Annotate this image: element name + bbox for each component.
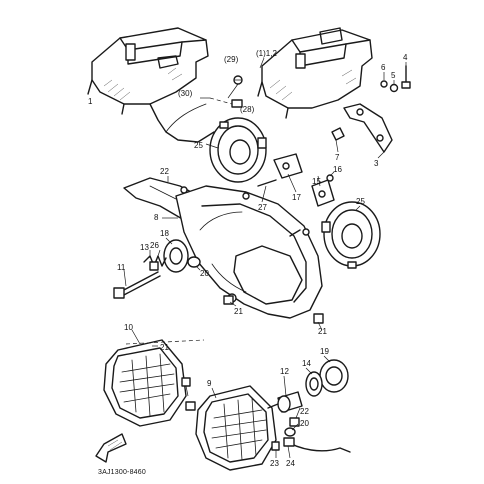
nut-28 <box>231 99 243 108</box>
label-21-left: 21 <box>160 343 169 352</box>
label-5: 5 <box>391 71 396 80</box>
label-1: 1 <box>88 97 93 106</box>
label-13: 13 <box>140 243 149 252</box>
label-4: 4 <box>403 53 408 62</box>
bolt-4 <box>401 65 411 89</box>
grommet-20-upper <box>187 256 201 268</box>
label-21-mid: 21 <box>234 307 243 316</box>
label-1-1-2: (1)1,2 <box>256 49 277 58</box>
label-24: 24 <box>286 459 295 468</box>
bulb-socket-wire-24 <box>283 437 351 453</box>
label-15: 15 <box>312 177 321 186</box>
nut-6 <box>380 80 388 88</box>
label-10: 10 <box>124 323 133 332</box>
label-17: 17 <box>292 193 301 202</box>
drawing-code: 3AJ1300-8460 <box>98 469 146 476</box>
label-20-lower: 20 <box>300 419 309 428</box>
headlight-housing-8 <box>175 185 323 319</box>
clip-22-lower <box>289 417 300 427</box>
label-22-lower: 22 <box>300 407 309 416</box>
label-12: 12 <box>280 367 289 376</box>
label-27: 27 <box>258 203 267 212</box>
part-labels: 1 (1)1,2 (29) (30) (28) 4 5 6 3 7 25 22 … <box>88 49 408 476</box>
label-26: 26 <box>150 241 159 250</box>
screw-29 <box>233 75 243 85</box>
label-6: 6 <box>381 63 386 72</box>
adjuster-plate-18 <box>163 239 189 273</box>
socket-cover-19 <box>319 359 349 393</box>
label-9: 9 <box>207 379 212 388</box>
nut-26 <box>149 261 159 271</box>
screw-23 <box>271 441 280 451</box>
nut-21-right <box>313 313 324 324</box>
grommet-20-lower <box>284 427 296 437</box>
label-20-upper: 20 <box>200 269 209 278</box>
front-arrow-icon <box>95 433 127 463</box>
bracket-3 <box>343 103 393 153</box>
label-19: 19 <box>320 347 329 356</box>
nut-21-lower-a <box>185 401 196 411</box>
cowling-stay-left <box>87 27 215 143</box>
adjusting-screw-11 <box>113 271 161 299</box>
label-3: 3 <box>374 159 379 168</box>
label-23: 23 <box>270 459 279 468</box>
label-7: 7 <box>335 153 340 162</box>
label-28: (28) <box>240 105 255 114</box>
adjuster-bracket-17 <box>273 153 303 179</box>
bolt-27 <box>257 179 301 237</box>
label-25-upper: 25 <box>194 141 203 150</box>
label-21-right: 21 <box>318 327 327 336</box>
label-14: 14 <box>302 359 311 368</box>
label-30: (30) <box>178 89 193 98</box>
screw-16 <box>326 174 334 182</box>
headlight-unit-9 <box>195 385 277 471</box>
headlight-ring-right <box>321 201 381 269</box>
nut-21-mid <box>223 295 234 305</box>
label-16: 16 <box>333 165 342 174</box>
headlight-unit-10 <box>103 339 191 427</box>
label-18: 18 <box>160 229 169 238</box>
label-22: 22 <box>160 167 169 176</box>
label-25-right: 25 <box>356 197 365 206</box>
leader-lines <box>123 57 407 459</box>
label-8: 8 <box>154 213 159 222</box>
stay-15 <box>311 179 335 207</box>
headlight-ring-upper <box>209 117 267 183</box>
washer-5 <box>389 83 399 93</box>
label-29: (29) <box>224 55 239 64</box>
clip-7 <box>331 127 345 141</box>
cowling-stay-right <box>257 27 373 119</box>
bulb-12 <box>267 391 303 413</box>
socket-holder-14 <box>305 371 323 397</box>
label-11: 11 <box>117 263 126 272</box>
